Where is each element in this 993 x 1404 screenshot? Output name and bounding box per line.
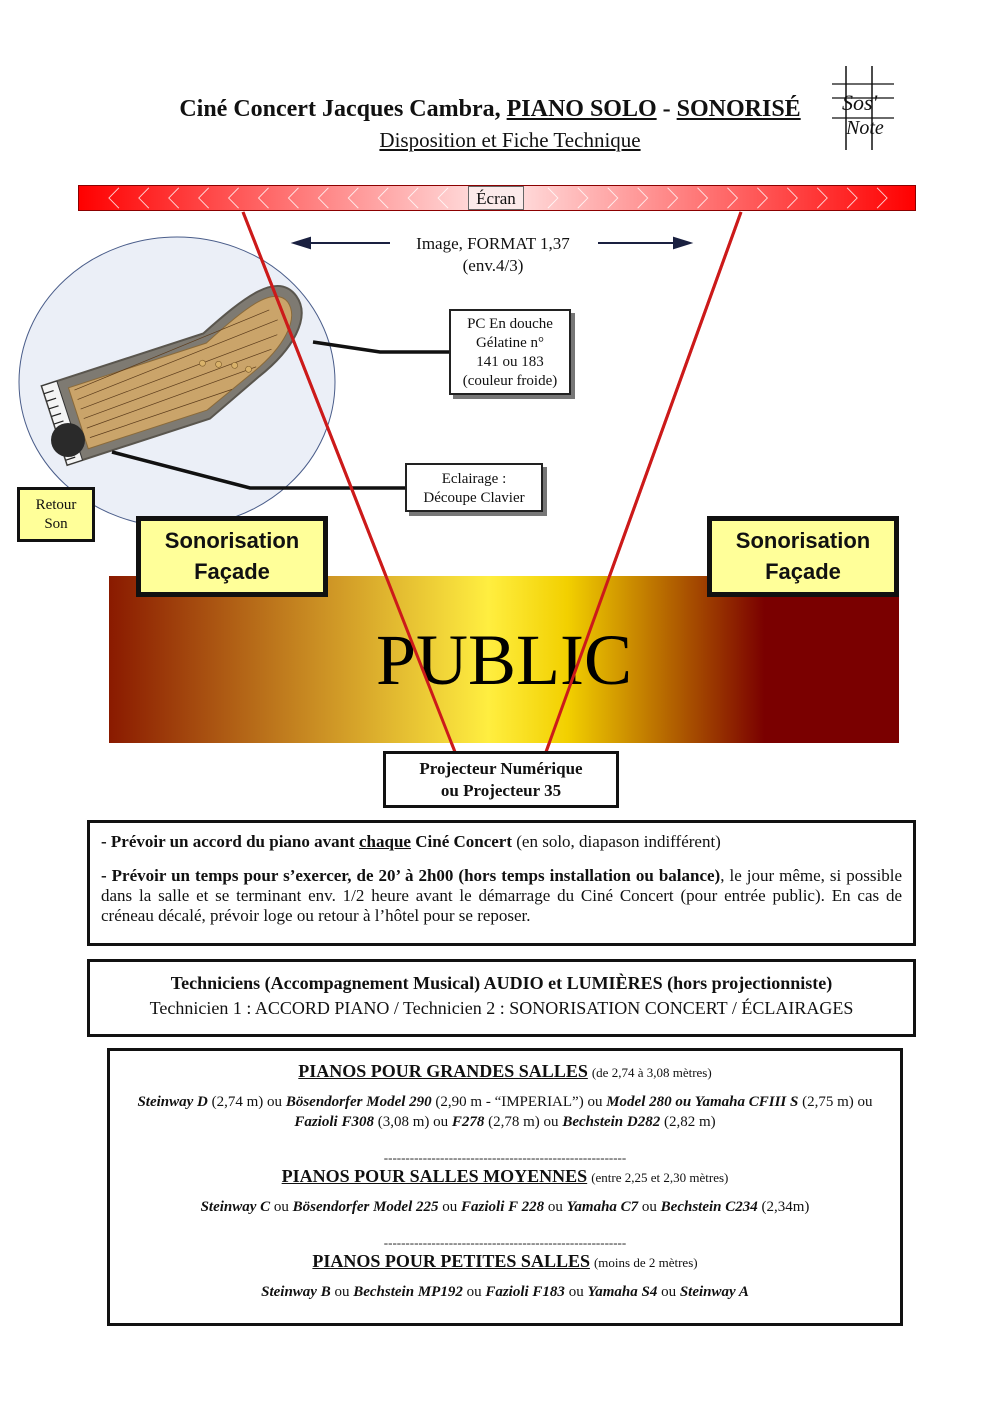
public-area: [109, 576, 899, 743]
note-1-bold-b: Ciné Concert: [410, 832, 513, 851]
page-title: Ciné Concert Jacques Cambra, PIANO SOLO …: [60, 96, 920, 123]
moyennes-range: (entre 2,25 et 2,30 mètres): [591, 1170, 729, 1185]
sono-right-line-1: Sonorisation: [735, 528, 871, 553]
note-1-bold-underlined: chaque: [359, 832, 411, 851]
piano-size: ou: [564, 1284, 588, 1300]
piano-size: ou: [462, 1284, 486, 1300]
piano-model: Bechstein D282: [562, 1114, 661, 1130]
projector-line-1: Projecteur Numérique: [419, 759, 583, 778]
piano-model: Yamaha C7: [566, 1199, 639, 1215]
note-1-bold-a: - Prévoir un accord du piano avant: [101, 832, 360, 851]
piano-model: Model 280 ou Yamaha CFIII S: [606, 1094, 799, 1110]
svg-text:Note: Note: [845, 117, 884, 139]
petites-range: (moins de 2 mètres): [593, 1255, 698, 1270]
piano-size: ou: [544, 1199, 567, 1215]
note-1-rest: (en solo, diapason indifférent): [512, 832, 721, 851]
piano-model: Fazioli F 228: [461, 1199, 545, 1215]
pc-line-3: 141 ou 183: [476, 354, 544, 370]
piano-size: (2,74 m) ou: [207, 1094, 286, 1110]
grandes-heading-row: PIANOS POUR GRANDES SALLES (de 2,74 à 3,…: [124, 1061, 886, 1082]
note-2-rest: , le jour même, si possible dans la sall…: [101, 866, 902, 925]
sos-note-logo: Sos' Note: [832, 66, 894, 150]
moyennes-heading: PIANOS POUR SALLES MOYENNES: [281, 1166, 588, 1186]
title-part-4: SONORISÉ: [676, 96, 801, 122]
piano-size: (2,75 m) ou: [798, 1094, 873, 1110]
piano-stool-icon: [51, 423, 85, 457]
title-part-2: PIANO SOLO: [506, 96, 657, 122]
sono-right-line-2: Façade: [765, 559, 841, 584]
piano-size: (2,82 m): [660, 1114, 716, 1130]
moyennes-models: Steinway C ou Bösendorfer Model 225 ou F…: [124, 1197, 886, 1217]
piano-model: Bechstein C234: [660, 1199, 758, 1215]
piano-size: ou: [270, 1199, 293, 1215]
technicians-line: Technicien 1 : ACCORD PIANO / Technicien…: [149, 998, 854, 1018]
sono-left-line-2: Façade: [194, 559, 270, 584]
sono-left-line-1: Sonorisation: [164, 528, 300, 553]
piano-size: ou: [330, 1284, 354, 1300]
piano-size: ou: [638, 1199, 661, 1215]
piano-model: Steinway D: [137, 1094, 208, 1110]
eclairage-line-2: Découpe Clavier: [423, 490, 525, 506]
projector-line-2: ou Projecteur 35: [440, 781, 562, 800]
sonorisation-right-box: Sonorisation Façade: [707, 516, 899, 597]
title-part-1: Ciné Concert Jacques Cambra,: [179, 96, 507, 122]
image-format-line-2: (env.4/3): [462, 256, 524, 275]
sonorisation-left-box: Sonorisation Façade: [136, 516, 328, 597]
piano-model: Bösendorfer Model 225: [292, 1199, 439, 1215]
screen-label: Écran: [468, 186, 524, 210]
retour-line-1: Retour: [35, 497, 77, 513]
moyennes-heading-row: PIANOS POUR SALLES MOYENNES (entre 2,25 …: [124, 1166, 886, 1187]
page-subtitle: Disposition et Fiche Technique: [379, 128, 641, 152]
piano-model: Steinway B: [261, 1284, 331, 1300]
retour-line-2: Son: [44, 516, 68, 532]
piano-model: F278: [451, 1114, 485, 1130]
piano-size: ou: [438, 1199, 462, 1215]
separator-2: ----------------------------------------…: [383, 1235, 627, 1250]
preparation-notes: - Prévoir un accord du piano avant chaqu…: [87, 820, 916, 946]
petites-models: Steinway B ou Bechstein MP192 ou Fazioli…: [124, 1282, 886, 1302]
pc-line-1: PC En douche: [467, 316, 553, 332]
pc-light-callout: PC En douche Gélatine n° 141 ou 183 (cou…: [449, 309, 571, 395]
piano-size: (3,08 m) ou: [373, 1114, 452, 1130]
grandes-heading: PIANOS POUR GRANDES SALLES: [298, 1061, 588, 1081]
note-1: - Prévoir un accord du piano avant chaqu…: [101, 832, 902, 852]
image-format-line-1: Image, FORMAT 1,37: [416, 234, 570, 253]
image-format-label: Image, FORMAT 1,37 (env.4/3): [380, 233, 606, 277]
grandes-models: Steinway D (2,74 m) ou Bösendorfer Model…: [124, 1092, 886, 1132]
piano-model: Fazioli F183: [485, 1284, 565, 1300]
eclairage-callout: Eclairage : Découpe Clavier: [405, 463, 543, 512]
piano-size: (2,78 m) ou: [484, 1114, 563, 1130]
image-width-arrow: [290, 236, 694, 250]
projector-box: Projecteur Numérique ou Projecteur 35: [383, 751, 619, 808]
piano-size: (2,90 m - “IMPERIAL”) ou: [431, 1094, 607, 1110]
technicians-box: Techniciens (Accompagnement Musical) AUD…: [87, 959, 916, 1037]
note-2-bold: - Prévoir un temps pour s’exercer, de 20…: [101, 866, 721, 885]
pc-line-2: Gélatine n°: [475, 335, 545, 351]
separator-1: ----------------------------------------…: [383, 1150, 627, 1165]
grandes-range: (de 2,74 à 3,08 mètres): [591, 1065, 712, 1080]
eclairage-connector-line: [111, 450, 405, 490]
pc-connector-line: [312, 340, 449, 354]
petites-heading-row: PIANOS POUR PETITES SALLES (moins de 2 m…: [124, 1251, 886, 1272]
piano-model: Bechstein MP192: [353, 1284, 463, 1300]
retour-son-box: Retour Son: [17, 487, 95, 542]
pc-line-4: (couleur froide): [462, 373, 558, 389]
piano-model: Yamaha S4: [587, 1284, 658, 1300]
eclairage-line-1: Eclairage :: [441, 471, 507, 487]
svg-text:Sos': Sos': [842, 90, 878, 115]
piano-model: Steinway A: [679, 1284, 749, 1300]
stage-drawing: [18, 211, 743, 753]
projection-lines-overlay: [241, 211, 743, 753]
piano-size: ou: [657, 1284, 680, 1300]
piano-size: (2,34m): [757, 1199, 810, 1215]
technicians-heading: Techniciens (Accompagnement Musical) AUD…: [170, 973, 833, 993]
piano-model: Fazioli F308: [294, 1114, 374, 1130]
petites-heading: PIANOS POUR PETITES SALLES: [312, 1251, 590, 1271]
piano-model: Bösendorfer Model 290: [285, 1094, 432, 1110]
note-2: - Prévoir un temps pour s’exercer, de 20…: [101, 866, 902, 926]
piano-model: Steinway C: [200, 1199, 271, 1215]
pianos-box: PIANOS POUR GRANDES SALLES (de 2,74 à 3,…: [107, 1048, 903, 1326]
title-part-3: -: [656, 96, 677, 122]
